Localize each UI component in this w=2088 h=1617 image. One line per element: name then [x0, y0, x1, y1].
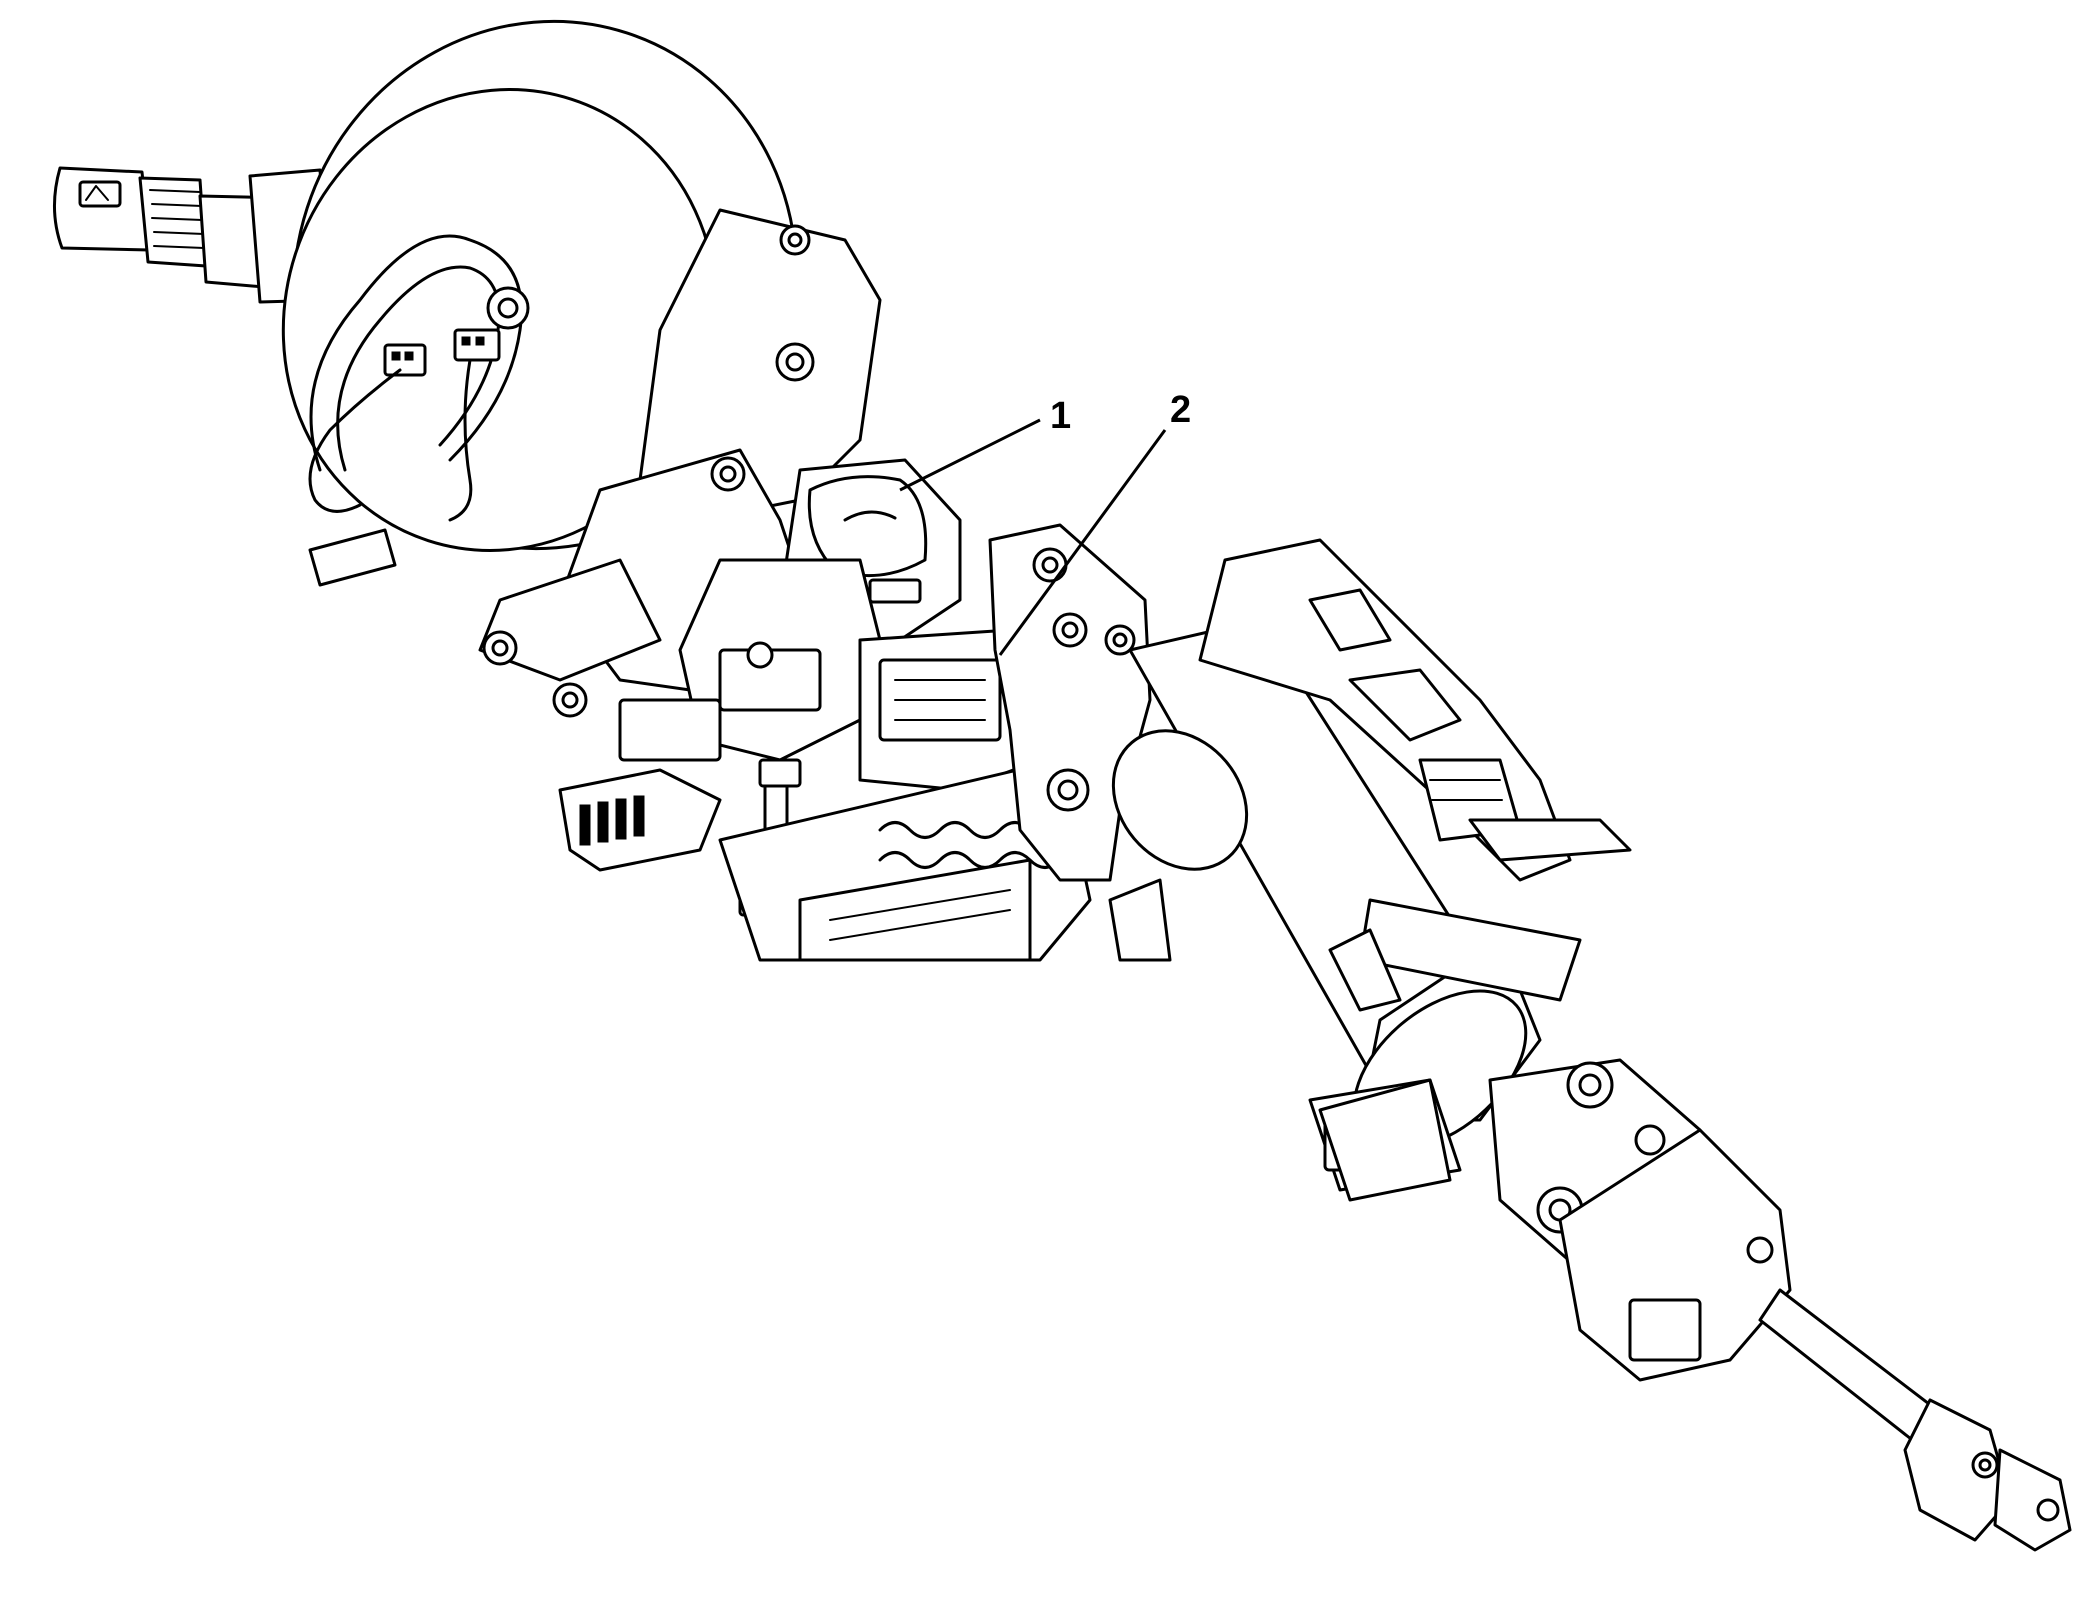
callout-2-label: 2: [1170, 389, 1191, 431]
column-jacket: [1108, 618, 1542, 1151]
callout-1-label: 1: [1050, 395, 1071, 437]
tilt-connector: [558, 768, 722, 872]
rake-spring: [718, 758, 1092, 962]
callout-2-leader: [998, 429, 1167, 656]
multifunction-stalk: [53, 166, 332, 304]
side-connector: [1318, 1078, 1452, 1202]
right-upper-bracket: [1198, 538, 1632, 1012]
callout-1-leader: [899, 418, 1041, 492]
callout-leaders: [899, 418, 1167, 656]
